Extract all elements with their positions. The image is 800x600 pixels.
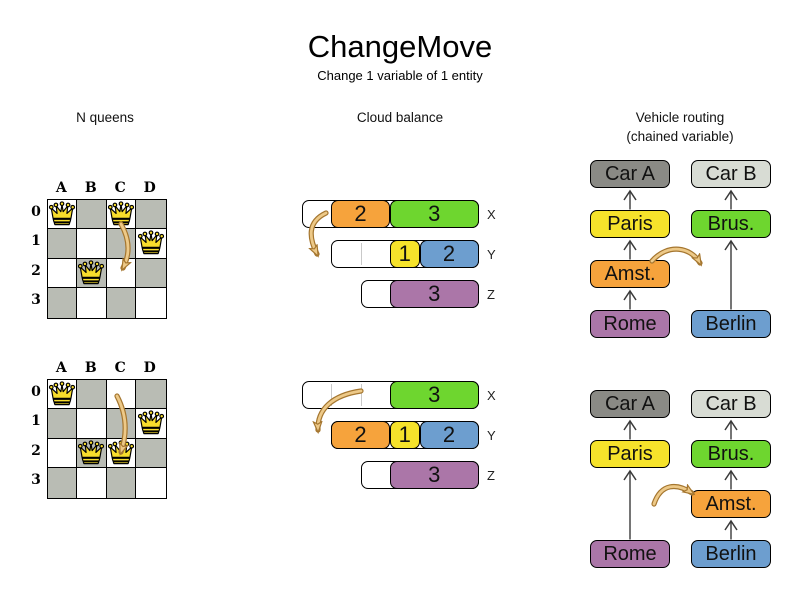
board-cell-C2 xyxy=(106,438,136,468)
vrp-node-cara-before: Car A xyxy=(590,160,670,188)
board-col-label-D: D xyxy=(143,360,156,376)
board-cell-D1 xyxy=(136,229,166,259)
board-cell-B3 xyxy=(77,468,107,498)
board-cell-A1 xyxy=(47,229,77,259)
cloud-process-block-2-blue: 2 xyxy=(419,421,479,449)
vrp-node-carb-before: Car B xyxy=(691,160,771,188)
cloud-process-block-3-purple: 3 xyxy=(390,461,479,489)
cloud-process-block-3-green: 3 xyxy=(390,200,479,228)
cloud-process-block-2-orange: 2 xyxy=(331,421,390,449)
vrp-node-brus-after: Brus. xyxy=(691,440,771,468)
vrp-node-rome-before: Rome xyxy=(590,310,670,338)
board-row-label-0: 0 xyxy=(31,203,41,220)
vrp-node-amst-after: Amst. xyxy=(691,490,771,518)
diagram-title: ChangeMove xyxy=(307,29,493,64)
nqueens-board-before xyxy=(46,198,167,319)
capacity-unit-divider xyxy=(360,243,362,265)
board-row-label-2: 2 xyxy=(31,262,41,279)
board-cell-D3 xyxy=(136,468,166,498)
vehicle-routing-subheading: (chained variable) xyxy=(626,129,734,144)
vrp-node-paris-before: Paris xyxy=(590,210,670,238)
cloud-process-block-1-yellow: 1 xyxy=(390,240,420,268)
queen-icon xyxy=(48,381,75,405)
board-cell-A2 xyxy=(47,258,77,288)
board-cell-C1 xyxy=(106,229,136,259)
board-cell-B1 xyxy=(77,229,107,259)
vrp-move-arrow-after xyxy=(651,487,692,507)
cloud-computer-label-Z: Z xyxy=(487,468,495,483)
board-col-label-C: C xyxy=(114,180,126,196)
board-cell-B2 xyxy=(77,438,107,468)
cloud-process-block-3-purple: 3 xyxy=(390,280,479,308)
board-col-label-B: B xyxy=(84,360,97,376)
queen-icon xyxy=(78,260,105,284)
queen-icon xyxy=(137,410,164,435)
board-cell-A0 xyxy=(47,199,77,229)
cloud-process-block-3-green: 3 xyxy=(390,380,479,409)
board-cell-A1 xyxy=(47,409,77,439)
board-cell-C3 xyxy=(106,288,136,318)
board-cell-B0 xyxy=(77,379,107,409)
cloud-computer-label-Z: Z xyxy=(487,287,495,302)
board-cell-A3 xyxy=(47,288,77,318)
board-cell-A2 xyxy=(47,438,77,468)
queen-icon xyxy=(78,440,105,464)
capacity-unit-divider xyxy=(331,383,332,406)
cloud-process-block-2-blue: 2 xyxy=(419,240,479,268)
board-cell-A0 xyxy=(47,379,77,409)
board-cell-A3 xyxy=(47,468,77,498)
board-col-label-D: D xyxy=(143,180,156,196)
board-cell-D3 xyxy=(136,288,166,318)
board-cell-C3 xyxy=(106,468,136,498)
board-col-label-A: A xyxy=(55,360,67,376)
board-cell-C1 xyxy=(106,409,136,439)
board-cell-D1 xyxy=(136,409,166,439)
cloud-process-block-2-orange: 2 xyxy=(331,200,390,228)
capacity-unit-divider xyxy=(360,383,362,406)
vrp-node-amst-before: Amst. xyxy=(590,260,670,288)
board-row-label-2: 2 xyxy=(31,442,41,459)
board-row-label-3: 3 xyxy=(31,472,41,488)
vehicle-routing-heading: Vehicle routing xyxy=(635,110,725,125)
vrp-node-rome-after: Rome xyxy=(590,540,670,568)
board-row-label-1: 1 xyxy=(31,233,41,249)
board-cell-D2 xyxy=(136,438,166,468)
cloud-computer-label-X: X xyxy=(487,207,496,222)
board-cell-D0 xyxy=(136,379,166,409)
queen-icon xyxy=(107,440,134,464)
cloud-balance-heading: Cloud balance xyxy=(356,110,444,125)
board-cell-D2 xyxy=(136,258,166,288)
vrp-node-paris-after: Paris xyxy=(590,440,670,468)
queen-icon xyxy=(107,201,134,225)
board-row-label-0: 0 xyxy=(31,383,41,400)
board-row-label-1: 1 xyxy=(31,413,41,429)
vrp-node-brus-before: Brus. xyxy=(691,210,771,238)
board-cell-C2 xyxy=(106,258,136,288)
vrp-node-berlin-after: Berlin xyxy=(691,540,771,568)
cloud-computer-label-Y: Y xyxy=(487,247,496,262)
board-col-label-A: A xyxy=(55,180,67,196)
nqueens-board-after xyxy=(46,378,167,499)
queen-icon xyxy=(137,230,164,255)
board-col-label-B: B xyxy=(84,180,97,196)
board-row-label-3: 3 xyxy=(31,292,41,308)
board-cell-C0 xyxy=(106,199,136,229)
board-cell-B2 xyxy=(77,258,107,288)
board-cell-B3 xyxy=(77,288,107,318)
vrp-node-cara-after: Car A xyxy=(590,390,670,418)
cloud-process-block-1-yellow: 1 xyxy=(390,421,420,449)
diagram-subtitle: Change 1 variable of 1 entity xyxy=(317,68,483,83)
board-cell-D0 xyxy=(136,199,166,229)
board-cell-B0 xyxy=(77,199,107,229)
cloud-computer-label-Y: Y xyxy=(487,428,496,443)
queen-icon xyxy=(48,201,75,225)
cloud-computer-label-X: X xyxy=(487,387,496,403)
board-cell-B1 xyxy=(77,409,107,439)
board-col-label-C: C xyxy=(114,360,126,376)
vrp-node-berlin-before: Berlin xyxy=(691,310,771,338)
vrp-node-carb-after: Car B xyxy=(691,390,771,418)
nqueens-heading: N queens xyxy=(76,110,134,125)
board-cell-C0 xyxy=(106,379,136,409)
